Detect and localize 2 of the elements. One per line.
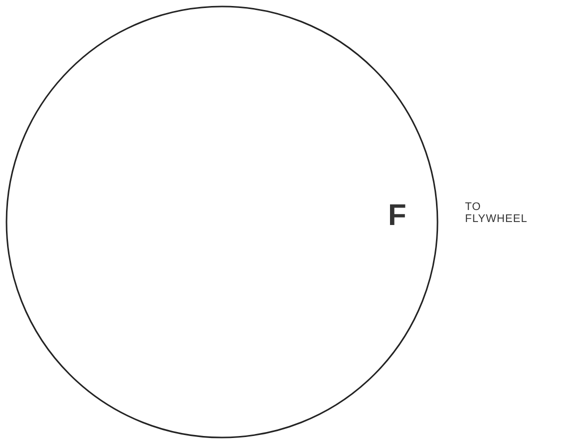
part-letter: F: [388, 201, 406, 231]
direction-note: TO FLYWHEEL: [465, 201, 528, 225]
